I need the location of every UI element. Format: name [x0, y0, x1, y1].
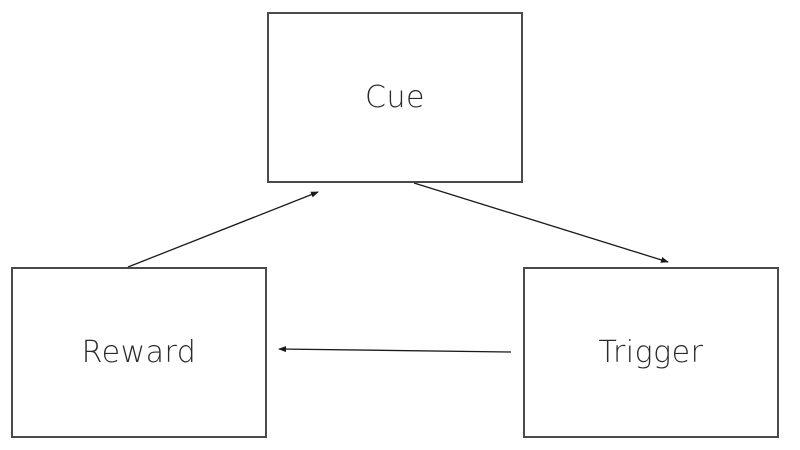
trigger-box: Trigger	[523, 267, 779, 438]
cue-label: Cue	[365, 80, 425, 115]
cue-box: Cue	[267, 12, 523, 183]
arrow-reward-to-cue	[127, 191, 319, 268]
reward-box: Reward	[11, 267, 267, 438]
arrow-cue-to-trigger	[413, 182, 669, 263]
arrow-trigger-to-reward	[278, 346, 512, 353]
trigger-label: Trigger	[598, 335, 704, 370]
reward-label: Reward	[81, 335, 197, 370]
